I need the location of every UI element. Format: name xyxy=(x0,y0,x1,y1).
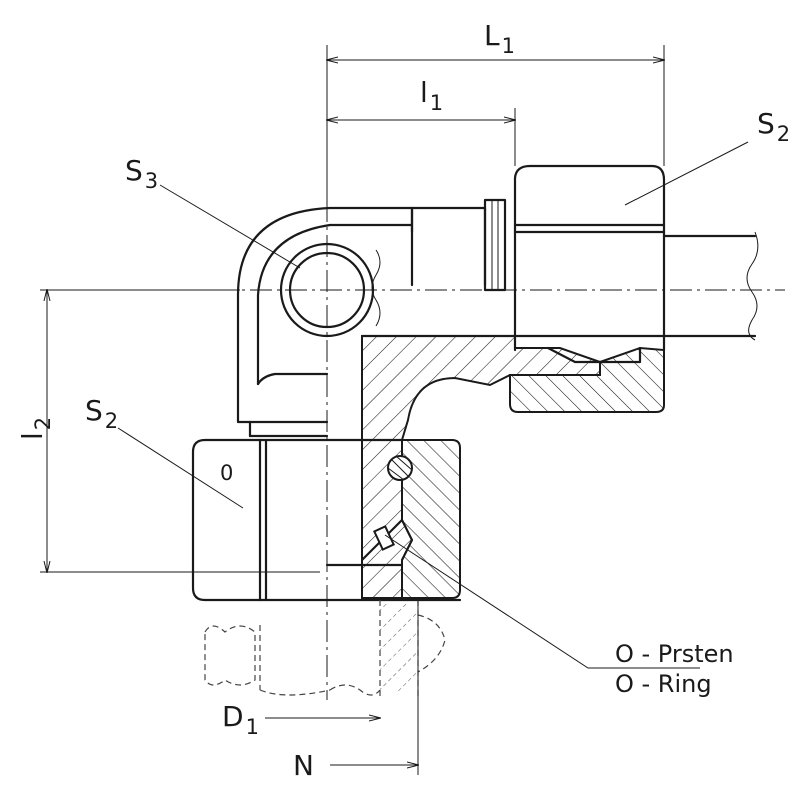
right-tube xyxy=(513,231,759,341)
seal xyxy=(373,525,395,551)
thread-neck xyxy=(483,198,507,292)
lower-nut-section xyxy=(401,439,461,599)
leader-S2-right xyxy=(624,141,749,206)
lower-sleeve-section xyxy=(361,518,414,599)
label-N: N xyxy=(293,749,314,782)
oring-label-line1: O - Prsten xyxy=(615,640,734,668)
leader-S2-left xyxy=(117,427,244,509)
leader-oring xyxy=(384,534,700,669)
label-D1: D1 xyxy=(222,700,259,739)
port-circle xyxy=(279,242,375,338)
label-S3: S3 xyxy=(125,154,158,193)
label-l1: l1 xyxy=(420,76,443,115)
oring-label-line2: O - Ring xyxy=(615,670,712,698)
break-line xyxy=(371,249,381,327)
right-nut xyxy=(513,164,666,352)
right-nut-section xyxy=(509,346,665,413)
lower-nut xyxy=(191,438,462,602)
label-S2-right: S2 xyxy=(757,107,790,146)
o-ring xyxy=(387,455,413,481)
body-section xyxy=(361,335,601,563)
leader-S3 xyxy=(159,184,301,269)
label-l2: l2 xyxy=(16,417,55,440)
ferrule-right xyxy=(546,346,642,364)
ghost-hatch xyxy=(380,602,418,692)
label-S2-left: S2 xyxy=(85,394,118,433)
nut-mark: 0 xyxy=(220,461,233,485)
label-L1: L1 xyxy=(484,19,515,58)
